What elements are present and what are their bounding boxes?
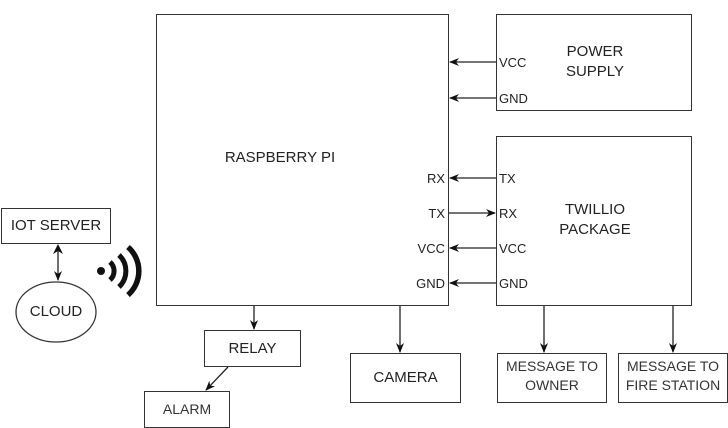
twillio-pin-tx: TX (499, 171, 516, 186)
twillio-label-line1: TWILLIO (564, 201, 625, 218)
message-owner-line2: OWNER (525, 377, 579, 393)
message-owner-label: MESSAGE TO OWNER (497, 357, 607, 395)
power-supply-label: POWER SUPPLY (545, 42, 645, 82)
message-owner-line1: MESSAGE TO (505, 358, 599, 374)
twillio-label-line2: PACKAGE (559, 221, 631, 238)
power-pin-vcc: VCC (499, 55, 527, 70)
twillio-label: TWILLIO PACKAGE (545, 200, 645, 240)
message-fire-line2: FIRE STATION (625, 377, 721, 393)
twillio-pin-gnd: GND (499, 276, 528, 291)
cloud-shape (15, 281, 97, 343)
wifi-signal-icon (97, 244, 142, 298)
iot-server-block (1, 208, 111, 244)
power-pin-gnd: GND (499, 91, 528, 106)
alarm-label: ALARM (162, 401, 212, 417)
relay-block (204, 330, 301, 367)
raspberry-pi-label: RASPBERRY PI (224, 149, 336, 166)
server-arrowhead (53, 244, 63, 254)
message-owner-block (497, 353, 607, 403)
message-fire-line1: MESSAGE TO (626, 358, 720, 374)
power-supply-label-line1: POWER (566, 43, 624, 60)
alarm-block (144, 391, 230, 428)
pi-pin-rx: RX (426, 171, 445, 186)
pi-pin-vcc: VCC (417, 241, 445, 256)
pi-pin-gnd: GND (416, 276, 445, 291)
iot-server-label: IOT SERVER (10, 217, 102, 234)
twillio-package-block (496, 136, 692, 306)
twillio-pin-vcc: VCC (499, 241, 527, 256)
power-supply-block (496, 14, 692, 111)
relay-label: RELAY (228, 340, 277, 357)
camera-block (350, 353, 461, 403)
message-fire-block (618, 353, 728, 403)
camera-label: CAMERA (373, 369, 438, 386)
twillio-pin-rx: RX (499, 206, 518, 221)
pi-pin-tx: TX (428, 206, 445, 221)
power-supply-label-line2: SUPPLY (565, 63, 625, 80)
relay-alarm-arrow (205, 366, 229, 391)
cloud-label: CLOUD (29, 303, 83, 320)
raspberry-pi-block (156, 14, 449, 306)
message-fire-label: MESSAGE TO FIRE STATION (618, 357, 728, 395)
